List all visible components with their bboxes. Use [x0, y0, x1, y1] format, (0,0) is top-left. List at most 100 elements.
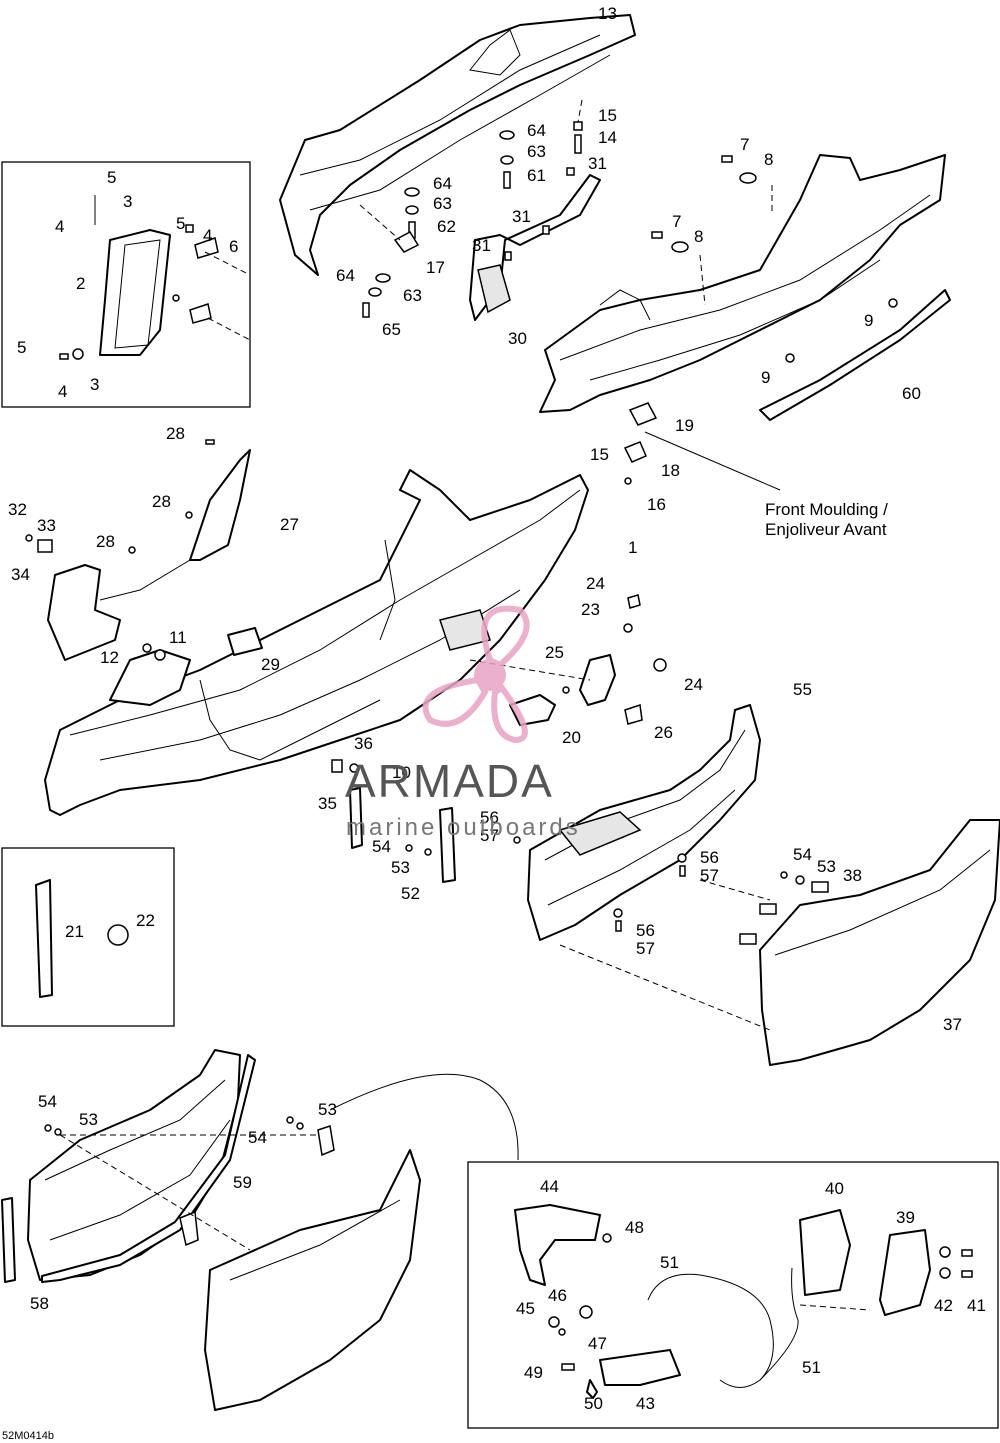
callout-40: 40 [825, 1179, 844, 1198]
inset-bracket-44 [514, 1204, 973, 1399]
callout-5: 5 [176, 214, 185, 233]
side-moulding-part-2 [59, 195, 251, 360]
watermark-logo-icon [422, 605, 530, 744]
front-bumper-part-55 [527, 704, 761, 941]
inset-box-top-left [1, 161, 251, 408]
callout-11: 11 [169, 628, 187, 647]
callout-46: 46 [548, 1286, 567, 1305]
callout-20: 20 [562, 728, 581, 747]
callout-31: 31 [588, 154, 607, 173]
callout-57: 57 [636, 939, 655, 958]
callout-5: 5 [17, 338, 26, 357]
callout-56: 56 [480, 808, 499, 827]
callout-56: 56 [636, 921, 655, 940]
callout-21: 21 [65, 922, 84, 941]
bumper-hardware-group [331, 759, 829, 945]
callout-3: 3 [90, 375, 99, 394]
callout-28: 28 [166, 424, 185, 443]
callout-53: 53 [391, 858, 410, 877]
callout-42: 42 [934, 1296, 953, 1315]
callout-31: 31 [512, 207, 531, 226]
callout-18: 18 [661, 461, 680, 480]
callout-65: 65 [382, 320, 401, 339]
callout-53: 53 [318, 1100, 337, 1119]
callout-63: 63 [527, 142, 546, 161]
callout-59: 59 [233, 1173, 252, 1192]
callout-55: 55 [793, 680, 812, 699]
bracket-part-30 [469, 167, 601, 321]
callout-54: 54 [372, 837, 391, 856]
callout-9: 9 [864, 311, 873, 330]
callout-48: 48 [625, 1218, 644, 1237]
callout-24: 24 [586, 574, 605, 593]
callout-6: 6 [229, 237, 238, 256]
callout-64: 64 [527, 121, 546, 140]
center-hardware-group [469, 594, 667, 726]
callout-22: 22 [136, 911, 155, 930]
callout-4: 4 [55, 217, 64, 236]
front-moulding-caption-line1: Front Moulding / [765, 500, 888, 519]
callout-28: 28 [152, 492, 171, 511]
callout-31: 31 [472, 236, 491, 255]
callout-15: 15 [590, 445, 609, 464]
callout-50: 50 [584, 1394, 603, 1413]
callout-60: 60 [902, 384, 921, 403]
plate-29 [227, 627, 263, 656]
callout-53: 53 [79, 1110, 98, 1129]
callout-2: 2 [76, 274, 85, 293]
callout-16: 16 [647, 495, 666, 514]
callout-37: 37 [943, 1015, 962, 1034]
callout-19: 19 [675, 416, 694, 435]
inset-strip-21 [35, 879, 129, 998]
main-hull-part [44, 469, 589, 816]
callout-28: 28 [96, 532, 115, 551]
callout-51: 51 [660, 1253, 679, 1272]
callout-47: 47 [588, 1334, 607, 1353]
hardware-stack-top [359, 99, 583, 318]
nose-cone-part-37 [559, 819, 1000, 1066]
callout-43: 43 [636, 1394, 655, 1413]
callout-24: 24 [684, 675, 703, 694]
callout-41: 41 [967, 1296, 986, 1315]
left-bracket-11 [109, 643, 191, 706]
callout-9: 9 [761, 368, 770, 387]
callout-51: 51 [802, 1358, 821, 1377]
callout-17: 17 [426, 258, 445, 277]
callout-5: 5 [107, 168, 116, 187]
callout-8: 8 [764, 150, 773, 169]
callout-3: 3 [123, 192, 132, 211]
callout-56: 56 [700, 848, 719, 867]
callout-15: 15 [598, 106, 617, 125]
front-frame-part [539, 154, 951, 421]
callout-63: 63 [433, 194, 452, 213]
watermark-title: ARMADA [345, 755, 554, 807]
callout-13: 13 [598, 4, 617, 23]
callout-4: 4 [58, 382, 67, 401]
inset-box-left-middle [1, 847, 175, 1027]
callout-39: 39 [896, 1208, 915, 1227]
callout-49: 49 [524, 1363, 543, 1382]
callout-25: 25 [545, 643, 564, 662]
callout-7: 7 [740, 135, 749, 154]
watermark-subtitle: marine outboards [346, 814, 581, 841]
callout-30: 30 [508, 329, 527, 348]
upper-frame-part [279, 14, 636, 276]
callout-61: 61 [527, 166, 546, 185]
callout-44: 44 [540, 1177, 559, 1196]
callout-58: 58 [30, 1294, 49, 1313]
callout-26: 26 [654, 723, 673, 742]
callout-33: 33 [37, 516, 56, 535]
callout-7: 7 [672, 212, 681, 231]
callout-29: 29 [261, 655, 280, 674]
callout-64: 64 [336, 266, 355, 285]
hardware-stack-right [623, 155, 898, 491]
callout-45: 45 [516, 1299, 535, 1318]
callout-52: 52 [401, 884, 420, 903]
lower-bumper-assembly [1, 1049, 519, 1411]
callout-34: 34 [11, 565, 30, 584]
callout-38: 38 [843, 866, 862, 885]
callout-57: 57 [700, 866, 719, 885]
callout-14: 14 [598, 128, 617, 147]
callout-57: 57 [480, 826, 499, 845]
